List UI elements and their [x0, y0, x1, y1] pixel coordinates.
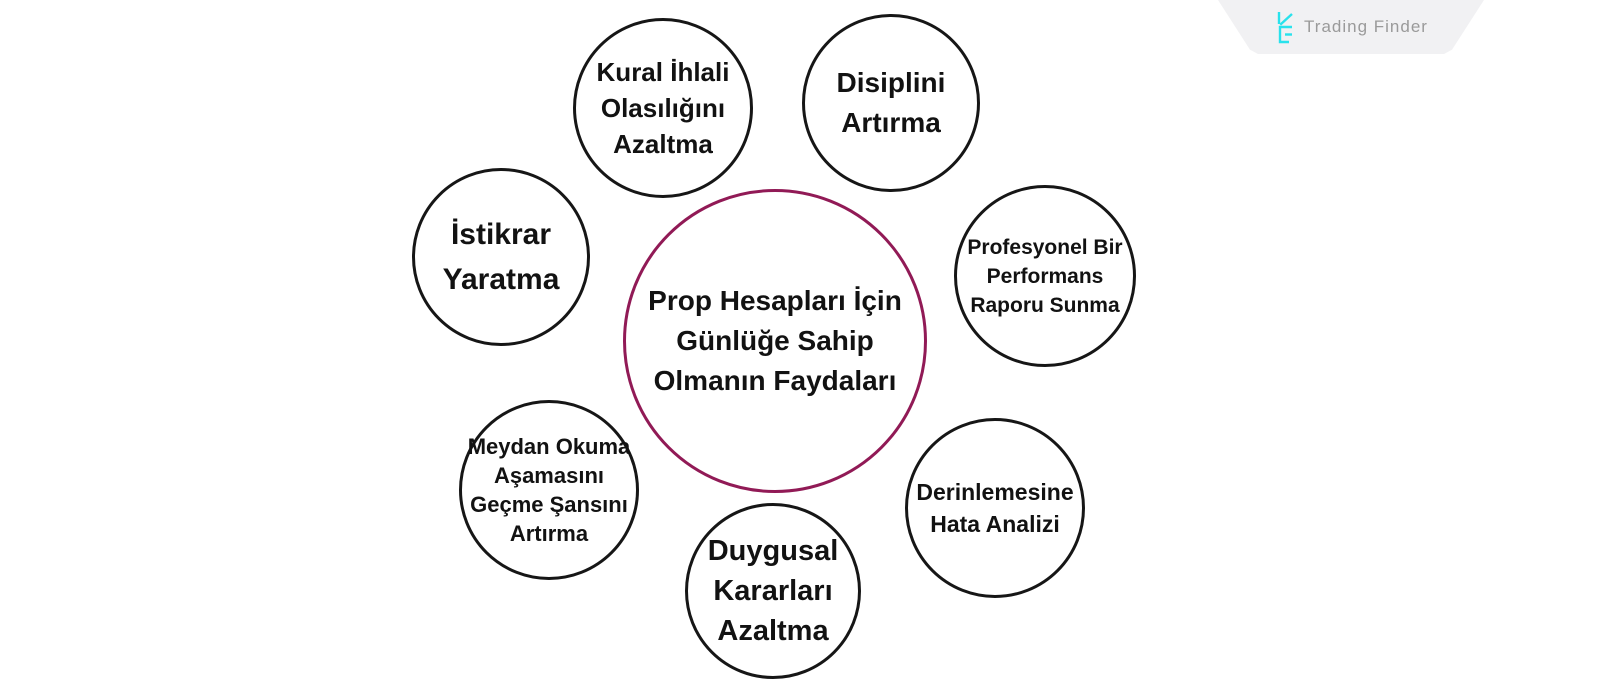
node-label: Derinlemesine Hata Analizi — [916, 476, 1073, 540]
node-derinlemesine: Derinlemesine Hata Analizi — [905, 418, 1085, 598]
node-label-line: Kararları — [713, 575, 833, 607]
node-label-line: Geçme Şansını — [470, 492, 628, 517]
node-label-line: Artırma — [509, 521, 589, 546]
node-label-line: Performans — [986, 264, 1104, 288]
node-label: Disiplini Artırma — [837, 63, 946, 143]
central-label-line: Olmanın Faydaları — [653, 365, 897, 396]
node-label: Meydan Okuma Aşamasını Geçme Şansını Art… — [468, 432, 631, 548]
central-node-benefits: Prop Hesapları İçin Günlüğe Sahip Olmanı… — [623, 189, 927, 493]
brand-name: Trading Finder — [1304, 17, 1428, 36]
node-label-line: Artırma — [841, 107, 941, 138]
trading-finder-logo-icon — [1277, 12, 1293, 44]
central-node-label: Prop Hesapları İçin Günlüğe Sahip Olmanı… — [648, 281, 902, 401]
central-label-line: Prop Hesapları İçin — [648, 285, 902, 316]
node-label: Profesyonel Bir Performans Raporu Sunma — [967, 233, 1122, 320]
node-label-line: Duygusal — [707, 535, 839, 567]
brand-banner: Trading Finder — [1218, 0, 1484, 54]
node-label-line: Aşamasını — [493, 463, 605, 488]
node-label-line: Profesyonel Bir — [967, 235, 1123, 259]
node-disiplin: Disiplini Artırma — [802, 14, 980, 192]
node-label-line: Yaratma — [442, 263, 560, 296]
node-label: İstikrar Yaratma — [443, 212, 560, 302]
node-label-line: Kural İhlali — [596, 57, 730, 87]
node-label-line: İstikrar — [450, 218, 552, 251]
node-label-line: Disiplini — [836, 67, 946, 98]
node-label-line: Olasılığını — [600, 93, 726, 123]
node-label-line: Azaltma — [717, 615, 829, 647]
node-label-line: Raporu Sunma — [970, 293, 1120, 317]
node-profesyonel: Profesyonel Bir Performans Raporu Sunma — [954, 185, 1136, 367]
node-kural-ihlali: Kural İhlali Olasılığını Azaltma — [573, 18, 753, 198]
node-duygusal: Duygusal Kararları Azaltma — [685, 503, 861, 679]
central-label-line: Günlüğe Sahip — [676, 325, 874, 356]
node-label-line: Derinlemesine — [916, 479, 1074, 505]
node-label-line: Meydan Okuma — [467, 434, 631, 459]
node-label-line: Hata Analizi — [930, 511, 1060, 537]
node-label: Kural İhlali Olasılığını Azaltma — [597, 54, 730, 162]
node-label-line: Azaltma — [613, 129, 713, 159]
node-label: Duygusal Kararları Azaltma — [708, 531, 839, 651]
node-istikrar: İstikrar Yaratma — [412, 168, 590, 346]
node-meydan-okuma: Meydan Okuma Aşamasını Geçme Şansını Art… — [459, 400, 639, 580]
